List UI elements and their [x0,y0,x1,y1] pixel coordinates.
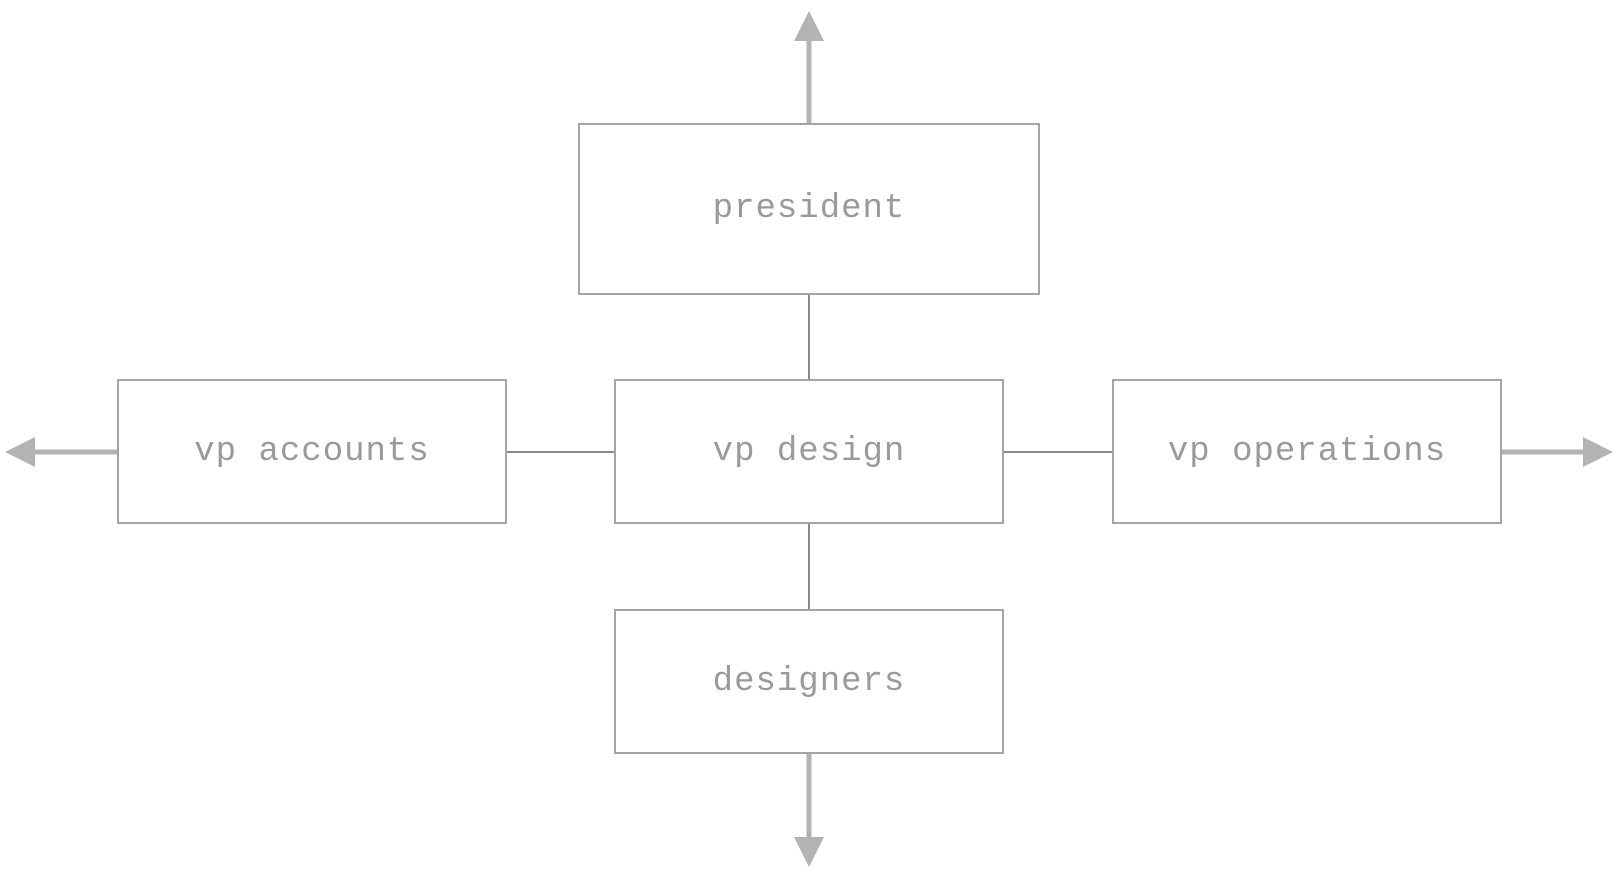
node-designers: designers [614,609,1004,754]
node-vp-design-label: vp design [712,432,906,471]
node-president-label: president [712,190,906,228]
node-vp-design: vp design [614,379,1004,524]
node-vp-accounts-label: vp accounts [194,432,430,471]
node-vp-operations-label: vp operations [1167,432,1447,471]
node-vp-operations: vp operations [1112,379,1502,524]
node-president: president [578,123,1040,295]
node-vp-accounts: vp accounts [117,379,507,524]
node-designers-label: designers [712,662,906,701]
